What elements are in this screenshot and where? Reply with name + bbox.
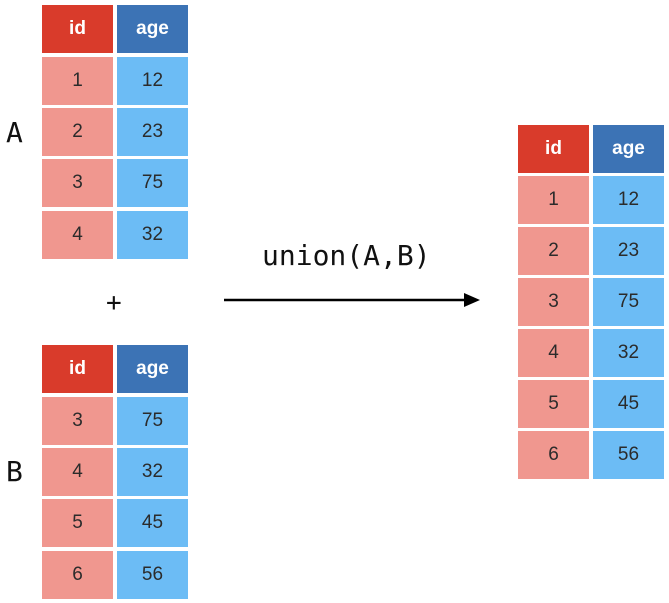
- id-cell: 3: [42, 397, 113, 445]
- id-cell: 4: [42, 211, 113, 259]
- id-cell: 3: [518, 278, 589, 326]
- age-cell: 75: [593, 278, 664, 326]
- age-cell: 23: [593, 227, 664, 275]
- table-b-header: id age: [42, 345, 188, 393]
- age-cell: 56: [593, 431, 664, 479]
- id-cell: 5: [42, 499, 113, 547]
- age-cell: 75: [117, 397, 188, 445]
- table-a-header: id age: [42, 5, 188, 53]
- table-b-label: B: [6, 455, 23, 488]
- id-cell: 6: [518, 431, 589, 479]
- id-cell: 1: [518, 176, 589, 224]
- id-column-header: id: [42, 5, 113, 53]
- age-column-header: age: [593, 125, 664, 173]
- id-column-header: id: [42, 345, 113, 393]
- table-row: 2 23: [518, 227, 664, 275]
- age-column-header: age: [117, 345, 188, 393]
- table-row: 3 75: [42, 397, 188, 445]
- result-table: id age 1 12 2 23 3 75 4 32 5 45 6 56: [518, 125, 664, 479]
- table-b: id age 3 75 4 32 5 45 6 56: [42, 345, 188, 599]
- age-cell: 12: [593, 176, 664, 224]
- table-row: 6 56: [518, 431, 664, 479]
- age-cell: 12: [117, 57, 188, 105]
- id-cell: 5: [518, 380, 589, 428]
- operation-label: union(A,B): [262, 239, 431, 272]
- table-row: 5 45: [42, 499, 188, 547]
- id-column-header: id: [518, 125, 589, 173]
- age-cell: 56: [117, 551, 188, 599]
- age-cell: 23: [117, 108, 188, 156]
- table-row: 6 56: [42, 551, 188, 599]
- age-cell: 45: [593, 380, 664, 428]
- table-row: 1 12: [518, 176, 664, 224]
- table-row: 1 12: [42, 57, 188, 105]
- age-cell: 45: [117, 499, 188, 547]
- arrow-right-icon: [224, 293, 480, 307]
- table-row: 4 32: [42, 211, 188, 259]
- table-row: 3 75: [518, 278, 664, 326]
- age-cell: 32: [593, 329, 664, 377]
- id-cell: 2: [518, 227, 589, 275]
- plus-operator: +: [106, 288, 122, 318]
- table-row: 4 32: [42, 448, 188, 496]
- age-cell: 75: [117, 159, 188, 207]
- table-a: id age 1 12 2 23 3 75 4 32: [42, 5, 188, 259]
- table-row: 4 32: [518, 329, 664, 377]
- id-cell: 4: [518, 329, 589, 377]
- id-cell: 6: [42, 551, 113, 599]
- id-cell: 1: [42, 57, 113, 105]
- result-table-header: id age: [518, 125, 664, 173]
- table-row: 3 75: [42, 159, 188, 207]
- table-row: 5 45: [518, 380, 664, 428]
- id-cell: 2: [42, 108, 113, 156]
- age-cell: 32: [117, 211, 188, 259]
- age-cell: 32: [117, 448, 188, 496]
- table-row: 2 23: [42, 108, 188, 156]
- id-cell: 4: [42, 448, 113, 496]
- id-cell: 3: [42, 159, 113, 207]
- table-a-label: A: [6, 116, 23, 149]
- age-column-header: age: [117, 5, 188, 53]
